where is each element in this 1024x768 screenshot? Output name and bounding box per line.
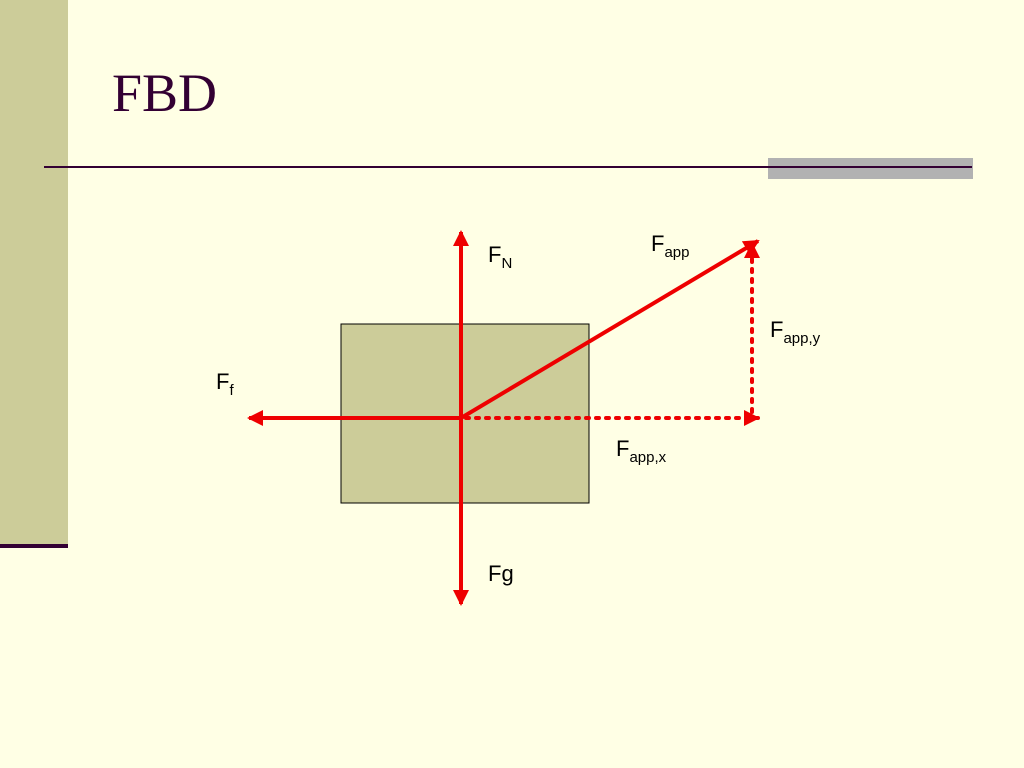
title-rule-accent xyxy=(768,158,973,179)
normal-force-label: FN xyxy=(488,242,512,272)
applied-x-component-label: Fapp,x xyxy=(616,436,667,466)
left-bar-underline xyxy=(0,544,68,548)
applied-force-label: Fapp xyxy=(651,231,689,261)
friction-force-label: Ff xyxy=(216,369,234,399)
left-decorative-bar xyxy=(0,0,68,544)
title-rule xyxy=(44,166,972,168)
applied-force-arrow xyxy=(459,239,760,420)
slide-title: FBD xyxy=(112,63,218,123)
applied-y-component-label: Fapp,y xyxy=(770,317,821,347)
gravity-force-label: Fg xyxy=(488,561,514,586)
